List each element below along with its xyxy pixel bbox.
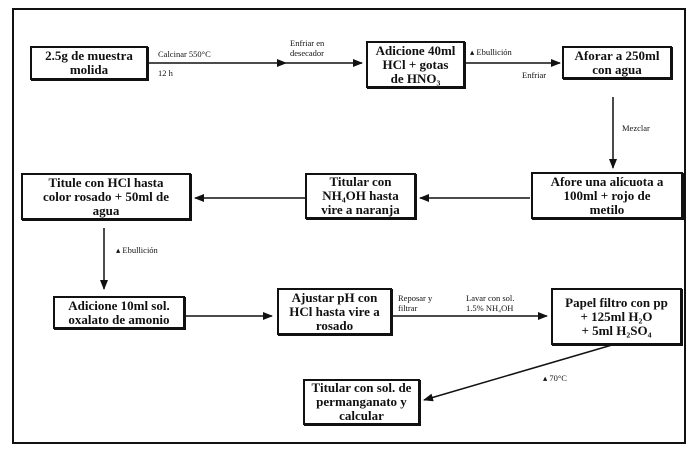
box-ajustar-ph: Ajustar pH con HCl hasta vire a rosado (277, 288, 392, 335)
box-titular-nh4oh: Titular con NH₄OH hasta vire a naranja (305, 173, 416, 219)
label-reposar-filtrar: Reposar y filtrar (398, 293, 433, 313)
label-calcinar: Calcinar 550°C (158, 49, 211, 59)
box-adicione-hcl: Adicione 40ml HCl + gotas de HNO₃ (366, 41, 465, 88)
box-alicuota: Afore una alícuota a 100ml + rojo de met… (531, 172, 683, 219)
label-lavar: Lavar con sol. 1.5% NH₄OH (466, 293, 515, 313)
label-temperatura: ▴ 70°C (543, 373, 567, 383)
diagram-frame (12, 8, 686, 444)
label-enfriar: Enfriar (522, 70, 547, 80)
arrow-papel-to-permanganato (423, 344, 613, 402)
box-titule-hcl: Titule con HCl hasta color rosado + 50ml… (21, 173, 191, 220)
box-permanganato: Titular con sol. de permanganato y calcu… (303, 379, 420, 425)
label-ebullicion-1: ▴ Ebullición (470, 47, 512, 57)
box-muestra-molida: 2.5g de muestra molida (30, 46, 148, 80)
label-tiempo: 12 h (158, 68, 173, 78)
label-mezclar: Mezclar (622, 123, 650, 133)
box-oxalato: Adicione 10ml sol. oxalato de amonio (53, 296, 185, 329)
label-enfriar-desecador: Enfriar en desecador (290, 38, 325, 58)
box-aforar: Aforar a 250ml con agua (562, 46, 672, 79)
label-ebullicion-2: ▴ Ebullición (116, 245, 158, 255)
box-papel-filtro: Papel filtro con pp + 125ml H₂O + 5ml H₂… (551, 288, 682, 345)
